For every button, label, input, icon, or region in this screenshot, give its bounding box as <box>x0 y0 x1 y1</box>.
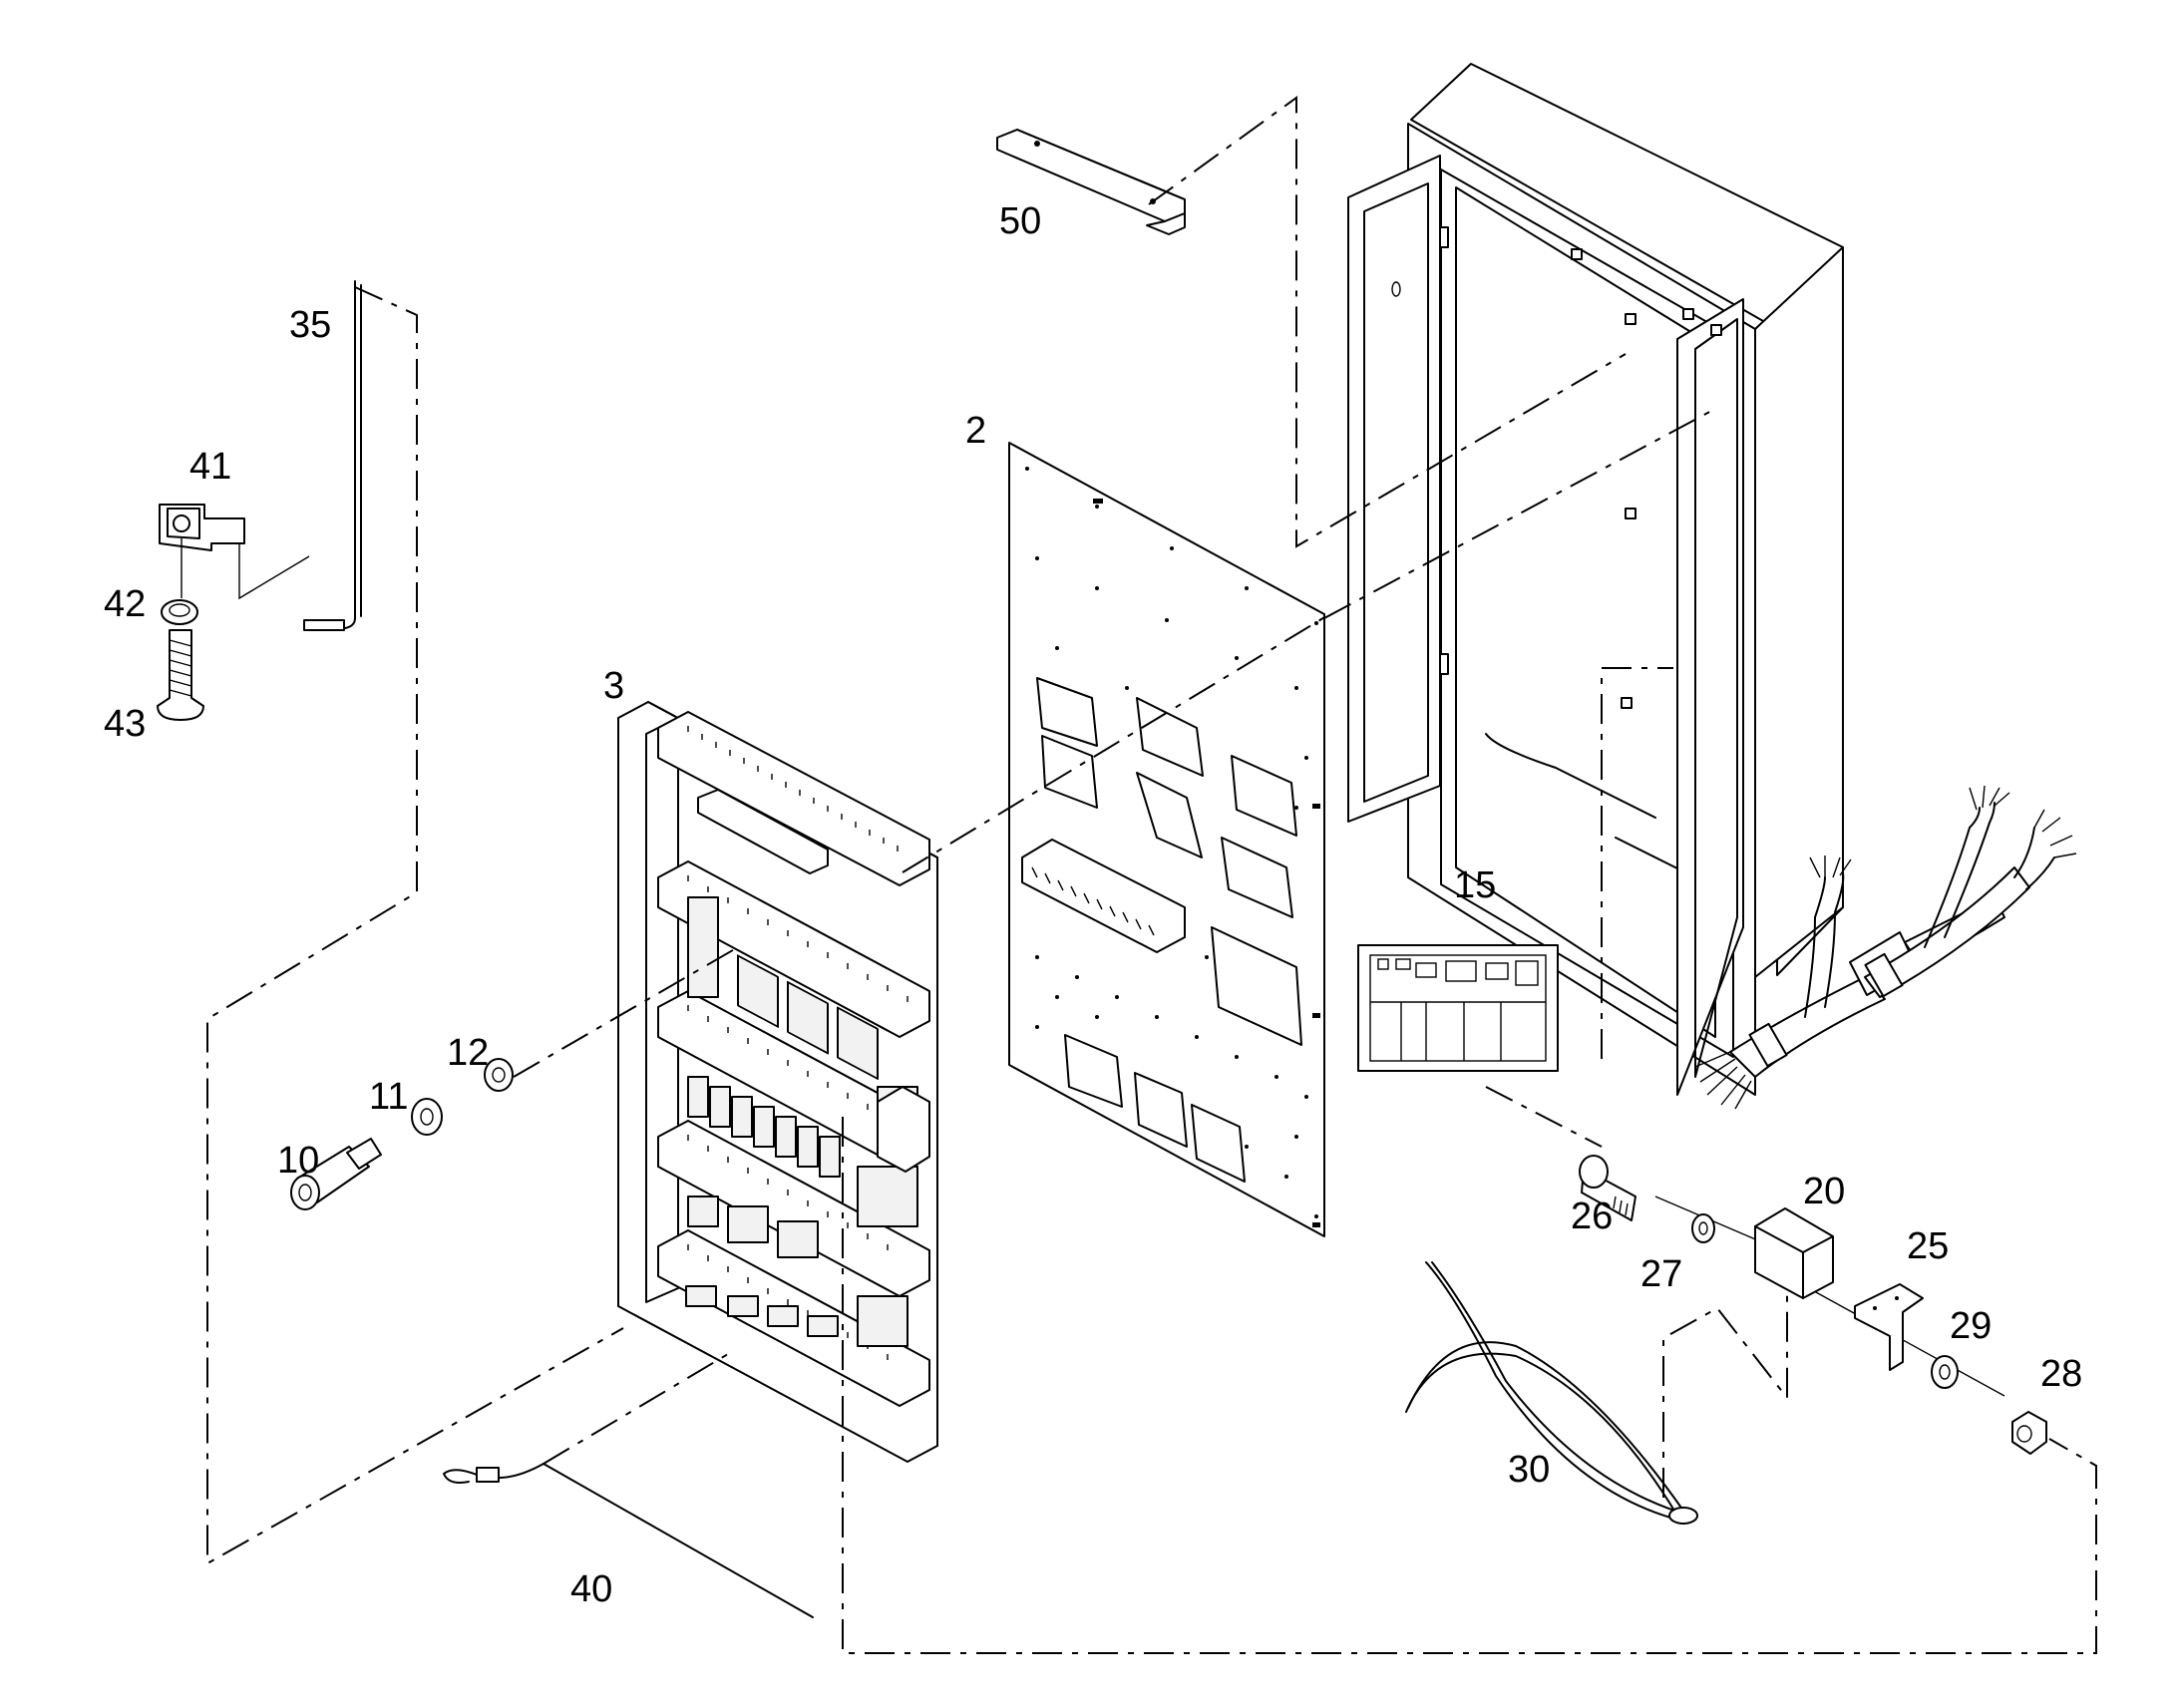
part-29-washer <box>1931 1355 1959 1389</box>
part-11-washer <box>411 1098 443 1136</box>
part-50-bracket <box>996 129 1186 235</box>
part-15-wiring-label <box>1357 944 1559 1072</box>
part-42-washer <box>161 599 198 625</box>
label-12: 12 <box>447 1032 489 1074</box>
part-41-clamp <box>159 504 245 598</box>
part-10-bolt <box>290 1138 382 1210</box>
part-35-sensor-cable <box>303 280 362 631</box>
part-25-plate <box>1854 1283 1924 1371</box>
label-30: 30 <box>1508 1449 1550 1491</box>
part-2-mounting-plate <box>1008 442 1325 1237</box>
label-40: 40 <box>570 1568 612 1610</box>
enclosure-housing <box>1347 63 2077 1110</box>
label-2: 2 <box>965 410 986 452</box>
label-41: 41 <box>189 446 231 488</box>
label-26: 26 <box>1571 1196 1613 1237</box>
leader-lines <box>206 96 2097 1654</box>
part-3-control-panel <box>617 701 938 1463</box>
label-25: 25 <box>1907 1225 1949 1267</box>
label-43: 43 <box>104 703 146 745</box>
plate-holes <box>1025 467 1318 1218</box>
part-20-connector <box>1754 1207 1834 1299</box>
part-26-bolt <box>1579 1155 1636 1221</box>
label-15: 15 <box>1454 864 1496 906</box>
part-43-screw <box>157 629 204 721</box>
label-11: 11 <box>369 1076 408 1118</box>
label-35: 35 <box>289 304 331 346</box>
label-20: 20 <box>1803 1171 1845 1212</box>
label-29: 29 <box>1950 1305 1992 1347</box>
label-50: 50 <box>999 200 1041 242</box>
part-30-cable <box>1405 1261 1698 1525</box>
part-12-washer <box>484 1058 514 1092</box>
label-27: 27 <box>1640 1253 1682 1295</box>
label-42: 42 <box>104 583 146 625</box>
part-28-nut <box>2011 1411 2047 1455</box>
label-28: 28 <box>2040 1353 2082 1395</box>
cable-bundle <box>1694 785 2077 1110</box>
panel-components <box>685 896 918 1347</box>
part-labels: 2 3 10 11 12 15 20 25 26 27 28 29 30 35 … <box>104 200 2082 1610</box>
part-40-probe <box>443 1463 814 1618</box>
label-10: 10 <box>277 1140 319 1182</box>
part-27-washer <box>1691 1213 1715 1243</box>
label-3: 3 <box>603 665 624 707</box>
